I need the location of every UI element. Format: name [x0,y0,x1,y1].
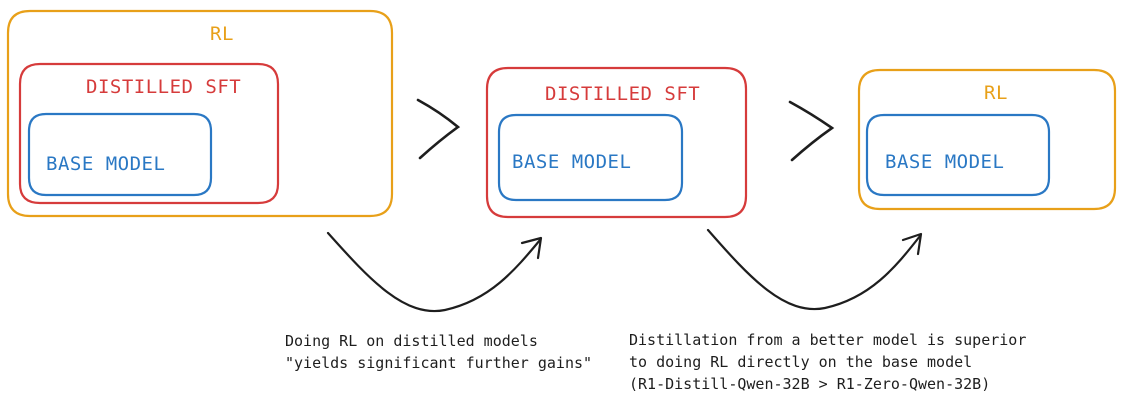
right-rl-box [857,68,1117,211]
left-sft-box [18,62,280,205]
curved-arrow-1-line [326,231,542,313]
curved-arrow-1 [326,231,543,313]
right-rl-label: RL [984,82,1008,104]
left-base-label: BASE MODEL [46,153,165,175]
left-sft-label: DISTILLED SFT [86,76,241,98]
right-base-label: BASE MODEL [885,151,1004,173]
note-right-line-3: (R1-Distill-Qwen-32B > R1-Zero-Qwen-32B) [629,375,990,393]
greater-than-symbol-2 [788,100,835,162]
middle-sft-label: DISTILLED SFT [545,83,700,105]
curved-arrow-2-line [706,228,922,311]
note-right: Distillation from a better model is supe… [629,331,1026,393]
note-left-line-1: Doing RL on distilled models [285,332,538,350]
curved-arrow-2 [706,228,923,311]
right-base-box [865,113,1051,197]
note-left: Doing RL on distilled models "yields sig… [285,332,592,372]
middle-sft-box [485,66,748,219]
note-right-line-1: Distillation from a better model is supe… [629,331,1026,349]
note-right-line-2: to doing RL directly on the base model [629,353,972,371]
middle-base-box [497,113,684,202]
middle-group: DISTILLED SFT BASE MODEL [485,66,748,219]
note-left-line-2: "yields significant further gains" [285,354,592,372]
greater-than-symbol-1 [416,98,461,160]
middle-base-label: BASE MODEL [512,151,631,173]
curved-arrow-1-head [520,236,543,260]
left-rl-label: RL [210,23,234,45]
left-rl-box [6,9,394,218]
right-group: RL BASE MODEL [857,68,1117,211]
left-base-box [27,112,213,197]
left-group: RL DISTILLED SFT BASE MODEL [6,9,394,218]
curved-arrow-2-head [901,232,923,256]
